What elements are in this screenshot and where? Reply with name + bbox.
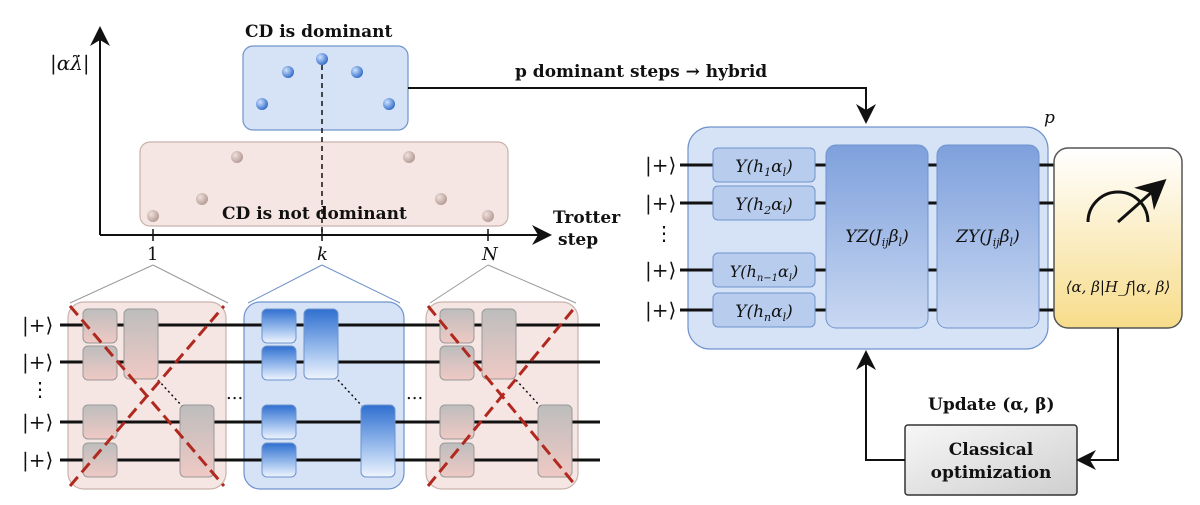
data-point	[351, 66, 363, 78]
yz-gate: YZ(Jijβl)	[825, 144, 929, 329]
tick-label-k: k	[317, 244, 328, 265]
red-cross-line	[426, 305, 578, 487]
data-point	[403, 151, 415, 163]
svg-text:Y(h2αl): Y(h2αl)	[735, 195, 792, 217]
lower-qubit-ellipsis: ⋮	[30, 377, 50, 401]
lower-qubit-label: |+⟩	[22, 410, 53, 435]
measurement-block: ⟨α, β|H_f|α, β⟩	[1053, 147, 1183, 329]
repeat-label: p	[1044, 108, 1055, 128]
qaoa-qubit-label: |+⟩	[645, 298, 676, 323]
data-point	[282, 66, 294, 78]
data-point	[383, 98, 395, 110]
red-cross-line	[68, 305, 226, 487]
qaoa-qubit-label: |+⟩	[645, 258, 676, 283]
cd-dominant-label: CD is dominant	[245, 22, 393, 42]
classical-line1: Classical	[949, 440, 1034, 460]
data-point	[316, 53, 328, 65]
lower-qubit-label: |+⟩	[22, 350, 53, 375]
zy-gate: ZY(Jijβl)	[936, 144, 1040, 329]
svg-text:Y(hn−1αl): Y(hn−1αl)	[730, 262, 799, 284]
y-gate: Y(h1αl)	[712, 147, 816, 183]
data-point	[482, 210, 494, 222]
measure-to-optimizer-arrow	[1076, 328, 1119, 470]
optimizer-to-circuit-arrow	[856, 350, 905, 461]
expectation-label: ⟨α, β|H_f|α, β⟩	[1066, 278, 1171, 296]
svg-text:Y(hnαl): Y(hnαl)	[735, 302, 793, 324]
trotter-plot: |αλ̇| Trotter step CD is not dominant CD…	[50, 22, 621, 265]
lower-circuits: |+⟩ |+⟩ ⋮ |+⟩ |+⟩ ... ...	[22, 264, 600, 490]
tick-label-1: 1	[147, 244, 158, 265]
qaoa-qubit-label: |+⟩	[645, 191, 676, 216]
data-point	[196, 193, 208, 205]
data-point	[435, 193, 447, 205]
qaoa-qubit-label: |+⟩	[645, 153, 676, 178]
update-label: Update (α, β)	[928, 395, 1055, 415]
svg-text:Y(h1αl): Y(h1αl)	[735, 157, 792, 179]
qaoa-block: p |+⟩ |+⟩ ⋮ |+⟩ |+⟩ Y(h1αl) Y(h2αl) Y(hn…	[645, 108, 1183, 350]
tick-label-n: N	[481, 244, 499, 265]
data-point	[256, 98, 268, 110]
hybrid-arrow-label: p dominant steps → hybrid	[515, 62, 767, 82]
feedback-loop: Classical optimization Update (α, β)	[856, 328, 1119, 496]
meter-needle-icon	[1117, 179, 1167, 224]
cd-not-dominant-region	[139, 141, 509, 227]
qaoa-qubit-ellipsis: ⋮	[654, 221, 674, 245]
y-gate: Y(hn−1αl)	[712, 252, 816, 288]
step-separator: ...	[226, 383, 243, 404]
lower-qubit-label: |+⟩	[22, 313, 53, 338]
classical-line2: optimization	[931, 463, 1052, 483]
lower-qubit-label: |+⟩	[22, 448, 53, 473]
svg-text:ZY(Jijβl): ZY(Jijβl)	[955, 227, 1019, 249]
svg-text:YZ(Jijβl): YZ(Jijβl)	[845, 227, 908, 249]
y-axis-label: |αλ̇|	[50, 51, 90, 76]
y-gate: Y(hnαl)	[712, 292, 816, 328]
classical-optimization-box	[904, 424, 1078, 496]
cd-not-dominant-label: CD is not dominant	[222, 204, 407, 224]
x-axis-label-line1: Trotter	[553, 208, 621, 228]
step-separator: ...	[406, 383, 423, 404]
data-point	[231, 151, 243, 163]
data-point	[147, 210, 159, 222]
y-gate: Y(h2αl)	[712, 185, 816, 221]
hybrid-arrow: p dominant steps → hybrid	[408, 62, 876, 124]
x-axis-label-line2: step	[558, 230, 598, 250]
